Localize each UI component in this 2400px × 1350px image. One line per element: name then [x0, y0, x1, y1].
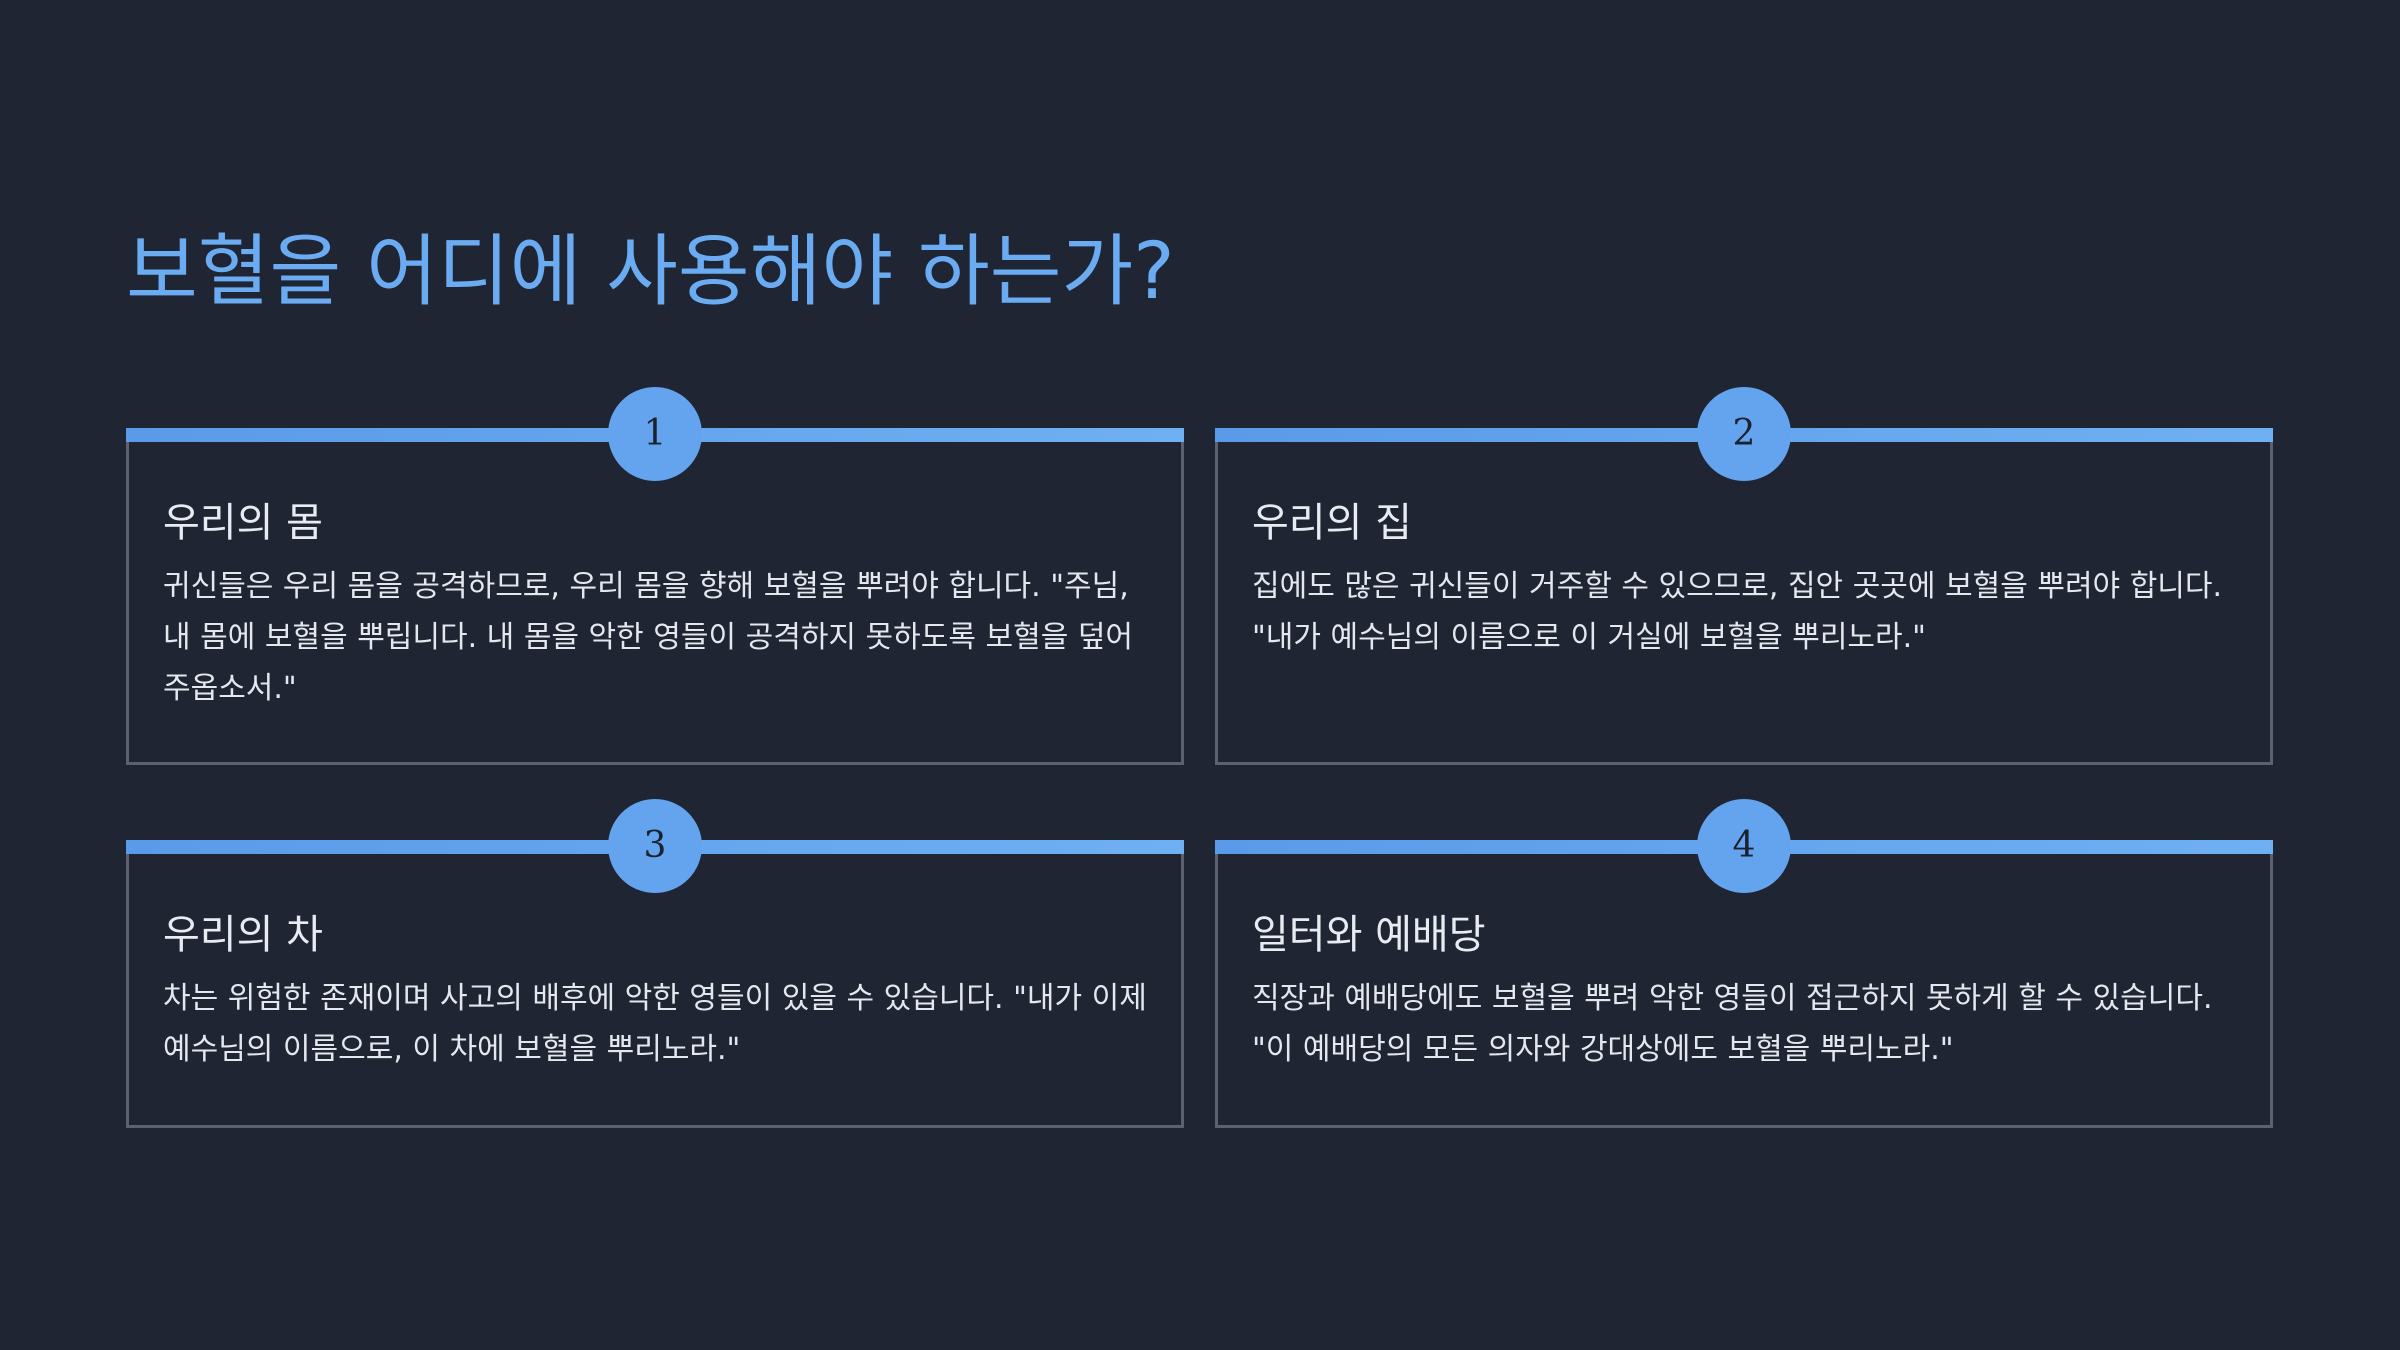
card-description: 차는 위험한 존재이며 사고의 배후에 악한 영들이 있을 수 있습니다. "내… [163, 981, 1147, 1067]
card-description: 집에도 많은 귀신들이 거주할 수 있으므로, 집안 곳곳에 보혈을 뿌려야 합… [1252, 569, 2223, 655]
card-description: 직장과 예배당에도 보혈을 뿌려 악한 영들이 접근하지 못하게 할 수 있습니… [1252, 981, 2213, 1067]
usage-card-workplace-church: 4 일터와 예배당 직장과 예배당에도 보혈을 뿌려 악한 영들이 접근하지 못… [1215, 799, 2273, 1128]
card-title: 일터와 예배당 [1252, 912, 1486, 958]
card-title: 우리의 집 [1252, 500, 1412, 546]
usage-card-car: 3 우리의 차 차는 위험한 존재이며 사고의 배후에 악한 영들이 있을 수 … [126, 799, 1184, 1128]
card-title: 우리의 몸 [163, 500, 323, 546]
page-title: 보혈을 어디에 사용해야 하는가? [126, 227, 1175, 317]
step-number-badge: 1 [608, 387, 702, 481]
step-number-badge: 3 [608, 799, 702, 893]
card-title: 우리의 차 [163, 912, 323, 958]
usage-card-body: 1 우리의 몸 귀신들은 우리 몸을 공격하므로, 우리 몸을 향해 보혈을 뿌… [126, 387, 1184, 765]
step-number-badge: 4 [1697, 799, 1791, 893]
usage-card-home: 2 우리의 집 집에도 많은 귀신들이 거주할 수 있으므로, 집안 곳곳에 보… [1215, 387, 2273, 765]
step-number-badge: 2 [1697, 387, 1791, 481]
card-description: 귀신들은 우리 몸을 공격하므로, 우리 몸을 향해 보혈을 뿌려야 합니다. … [163, 569, 1134, 706]
